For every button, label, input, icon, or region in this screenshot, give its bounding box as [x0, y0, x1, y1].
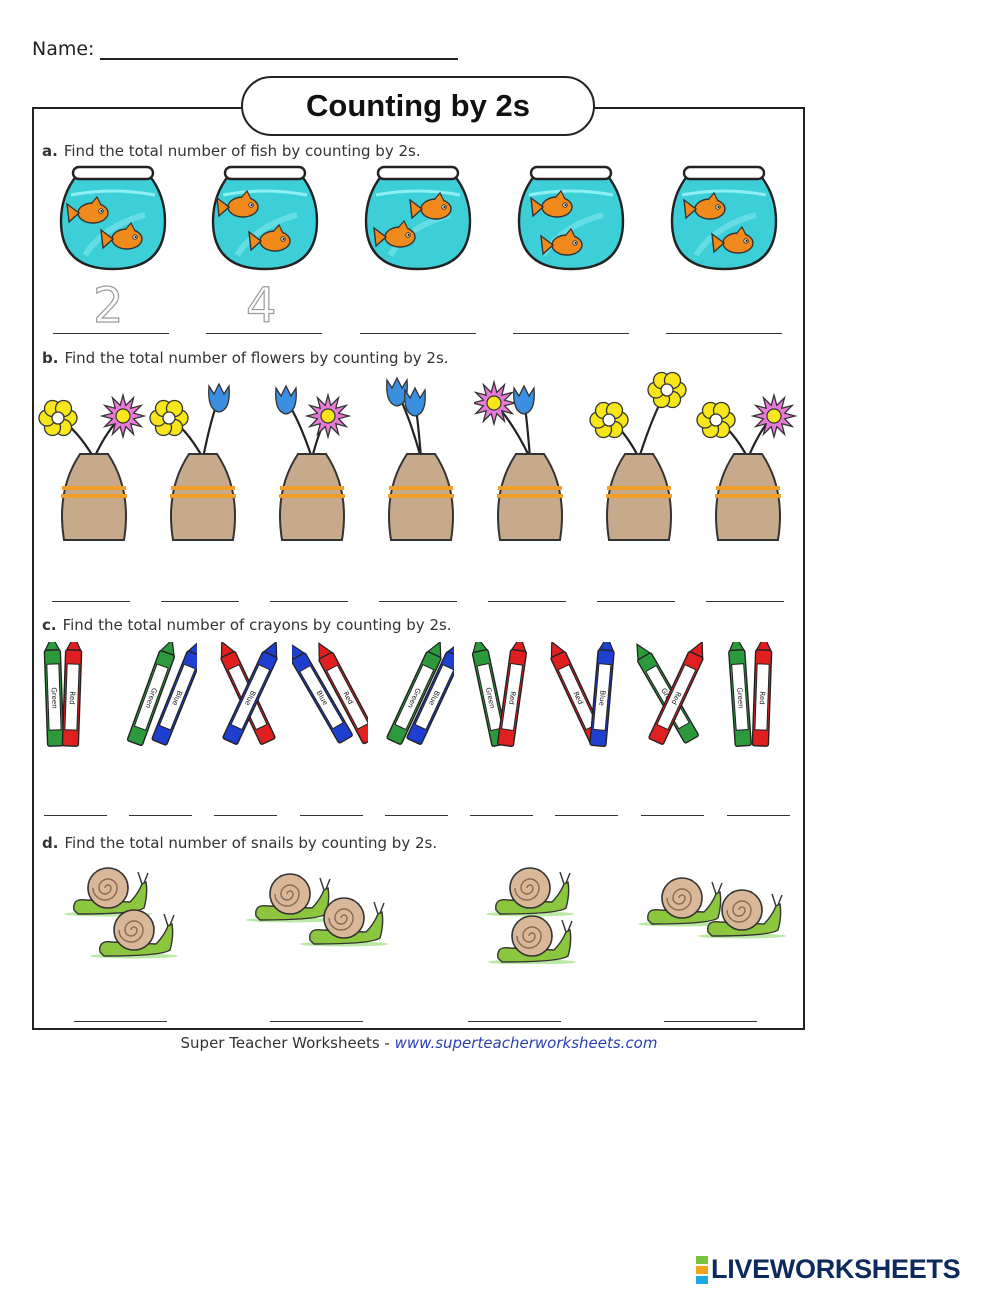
answer-blank[interactable] [270, 1021, 363, 1022]
liveworksheets-logo: LIVEWORKSHEETS [696, 1254, 961, 1285]
question-d: d. Find the total number of snails by cou… [42, 834, 437, 852]
answer-blank[interactable] [161, 601, 239, 602]
fish-bowl [666, 165, 782, 273]
question-text: Find the total number of flowers by coun… [64, 349, 449, 367]
answer-blank[interactable] [129, 815, 192, 816]
answer-blank[interactable] [727, 815, 790, 816]
answer-blank[interactable] [641, 815, 704, 816]
answer-blank[interactable] [470, 815, 533, 816]
answer-blank[interactable] [53, 333, 169, 334]
answer-blank[interactable] [379, 601, 457, 602]
answer-blank[interactable] [555, 815, 618, 816]
answer-blank[interactable] [666, 333, 782, 334]
fish-bowl [207, 165, 323, 273]
flower-vase [256, 368, 368, 542]
question-letter: c. [42, 616, 57, 634]
answer-blank[interactable] [513, 333, 629, 334]
brand-blocks-icon [696, 1255, 708, 1285]
flower-vase [583, 368, 695, 542]
flower-vase [38, 368, 150, 542]
svg-text:Blue: Blue [597, 690, 606, 706]
question-text: Find the total number of crayons by coun… [62, 616, 452, 634]
crayon-pair: Green Red [718, 634, 794, 758]
question-letter: d. [42, 834, 59, 852]
question-a: a. Find the total number of fish by count… [42, 142, 421, 160]
snail-pair [470, 852, 650, 965]
example-answer: 2 [92, 277, 124, 334]
svg-text:Red: Red [507, 691, 517, 705]
example-answer: 4 [245, 277, 277, 334]
footer-credit: Super Teacher Worksheets - www.superteac… [0, 1034, 838, 1052]
worksheet-title: Counting by 2s [241, 76, 595, 136]
answer-blank[interactable] [468, 1021, 561, 1022]
brand-name: LIVEWORKSHEETS [711, 1254, 961, 1284]
snail-pair [612, 852, 792, 964]
footer-publisher: Super Teacher Worksheets - [180, 1034, 395, 1052]
answer-blank[interactable] [385, 815, 448, 816]
flower-vase [692, 368, 804, 542]
question-letter: a. [42, 142, 58, 160]
snail-pair [56, 852, 236, 964]
answer-blank[interactable] [300, 815, 363, 816]
svg-text:Red: Red [758, 691, 766, 705]
svg-text:Green: Green [735, 687, 744, 709]
question-text: Find the total number of fish by countin… [63, 142, 421, 160]
question-text: Find the total number of snails by count… [64, 834, 438, 852]
name-input-line[interactable] [100, 58, 458, 60]
answer-blank[interactable] [360, 333, 476, 334]
answer-blank[interactable] [488, 601, 566, 602]
answer-blank[interactable] [74, 1021, 167, 1022]
answer-blank[interactable] [270, 601, 348, 602]
question-c: c. Find the total number of crayons by co… [42, 616, 452, 634]
answer-blank[interactable] [44, 815, 107, 816]
answer-blank[interactable] [597, 601, 675, 602]
answer-blank[interactable] [52, 601, 130, 602]
footer-link[interactable]: www.superteacherworksheets.com [394, 1034, 658, 1052]
fish-bowl [55, 165, 171, 273]
answer-blank[interactable] [206, 333, 322, 334]
fish-bowl [360, 165, 476, 273]
answer-blank[interactable] [664, 1021, 757, 1022]
answer-blank[interactable] [706, 601, 784, 602]
snail-pair [228, 852, 408, 964]
question-letter: b. [42, 349, 59, 367]
name-label: Name: [32, 38, 95, 60]
answer-blank[interactable] [214, 815, 277, 816]
flower-vase [365, 368, 477, 542]
question-b: b. Find the total number of flowers by co… [42, 349, 449, 367]
flower-vase [470, 368, 586, 542]
svg-text:Red: Red [68, 691, 76, 705]
fish-bowl [513, 165, 629, 273]
flower-vase [147, 368, 259, 542]
crayon-pair: Green Red [38, 634, 114, 758]
svg-text:Green: Green [50, 687, 59, 708]
